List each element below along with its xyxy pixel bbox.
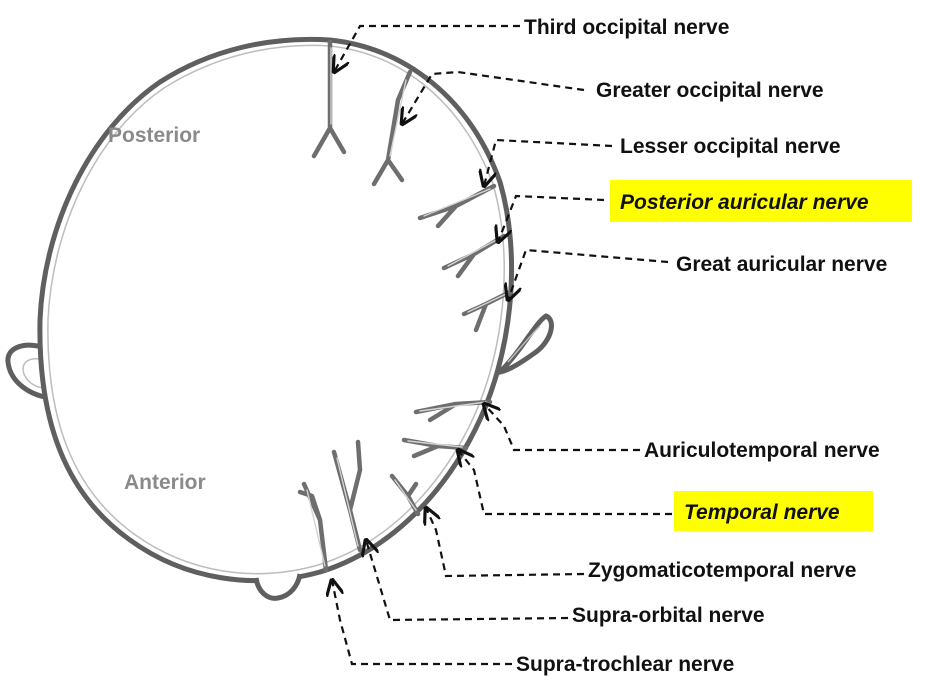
highlight-posterior-auricular [610, 180, 912, 222]
label-great-auricular: Great auricular nerve [676, 253, 887, 276]
right-ear-inner [507, 325, 541, 363]
nerve-third-occipital-drawing [311, 39, 347, 159]
head-outline [37, 36, 515, 584]
nerve-lesser-occipital-drawing [417, 183, 497, 229]
leader-third-occipital [334, 24, 520, 72]
leader-temporal [458, 450, 672, 516]
label-zygomaticotemporal: Zygomaticotemporal nerve [588, 559, 856, 582]
label-supra-orbital: Supra-orbital nerve [572, 604, 765, 627]
leader-supra-trochlear [332, 580, 512, 666]
chin-bump [253, 573, 303, 601]
head-outline-inner [47, 44, 505, 575]
highlight-temporal [674, 491, 873, 531]
nerve-auriculotemporal-drawing [413, 399, 493, 423]
label-posterior-auricular: Posterior auricular nerve [620, 191, 869, 214]
leader-posterior-auricular [498, 194, 605, 242]
label-supra-trochlear: Supra-trochlear nerve [516, 653, 734, 676]
nerve-supra-trochlear-drawing [297, 481, 329, 573]
leader-greater-occipital [402, 70, 585, 124]
leader-supra-orbital [366, 540, 569, 622]
label-temporal: Temporal nerve [684, 501, 840, 524]
region-posterior-label: Posterior [108, 124, 200, 147]
region-anterior-label: Anterior [124, 471, 206, 494]
nerve-great-auricular-drawing [461, 289, 513, 333]
nerve-supra-orbital-drawing [331, 439, 363, 553]
leader-great-auricular [508, 248, 669, 300]
label-third-occipital: Third occipital nerve [524, 16, 729, 39]
nerve-greater-occipital-drawing [371, 69, 413, 187]
nerve-zygomaticotemporal-drawing [389, 473, 421, 517]
leader-lesser-occipital [484, 138, 613, 186]
label-auriculotemporal: Auriculotemporal nerve [644, 439, 880, 462]
label-lesser-occipital: Lesser occipital nerve [620, 135, 841, 158]
left-ear-inner [22, 358, 47, 389]
leader-zygomaticotemporal [426, 508, 585, 578]
leader-auriculotemporal [484, 404, 640, 452]
label-greater-occipital: Greater occipital nerve [596, 79, 824, 102]
